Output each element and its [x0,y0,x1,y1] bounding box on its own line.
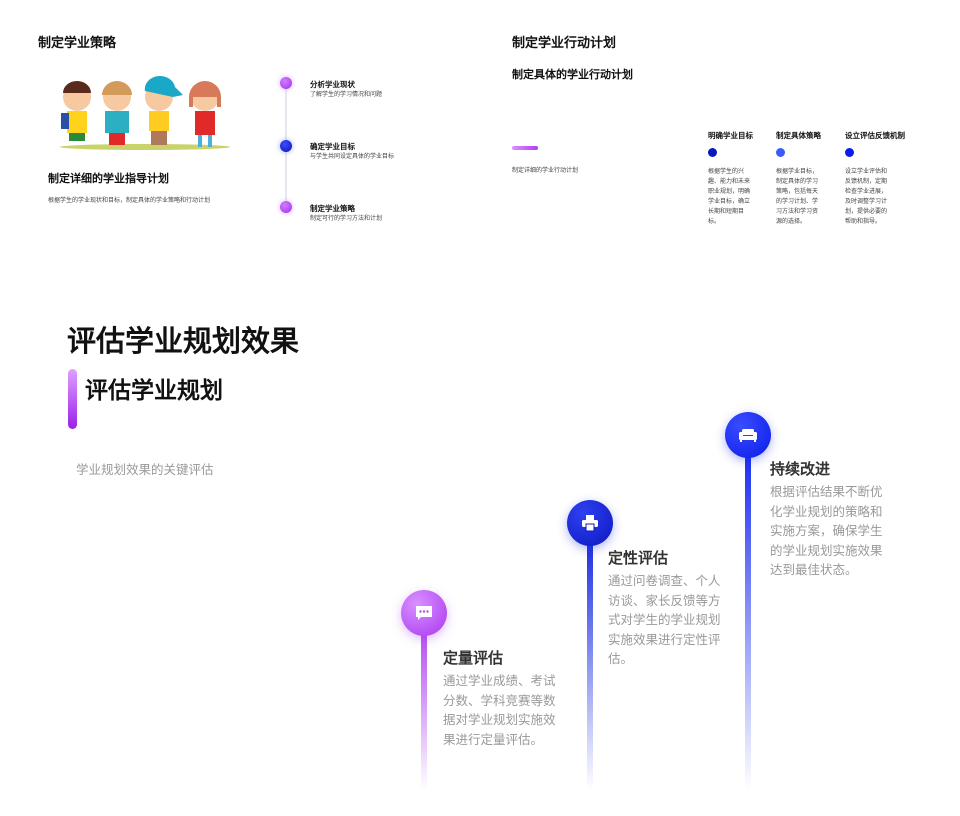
column-title: 制定具体策略 [776,131,821,140]
column-dot [708,148,717,157]
timeline-desc: 了解学生的学习情况和问题 [310,91,383,98]
step-stem [587,540,593,790]
column-dot [845,148,854,157]
plan-column: 明确学业目标 根据学生的兴趣、能力和未来职业规划，明确学业目标，确立长期和短期目… [708,130,754,227]
panel-desc: 制定详细的学业行动计划 [512,167,579,174]
timeline-item: 制定学业策略制定可行的学习方法和计划 [310,203,382,223]
step-title: 持续改进 [770,460,831,478]
step-circle [401,590,447,636]
column-desc: 设立学业评估和反馈机制，定期检查学业进展，及时调整学习计划，提供必要的帮助和指导… [845,168,888,225]
timeline-title: 制定学业策略 [310,204,355,213]
timeline-dot [280,140,292,152]
step-desc: 根据评估结果不断优化学业规划的策略和实施方案，确保学生的学业规划实施效果达到最佳… [770,484,883,577]
step-title: 定量评估 [443,649,504,667]
timeline-dot [280,201,292,213]
timeline-title: 分析学业现状 [310,80,355,89]
step-desc: 通过问卷调查、个人访谈、家长反馈等方式对学生的学业规划实施效果进行定性评估。 [608,573,721,666]
printer-icon [582,515,598,532]
accent-bar [512,146,538,150]
step-circle [725,412,771,458]
plan-column: 设立评估反馈机制 设立学业评估和反馈机制，定期检查学业进展，及时调整学习计划，提… [845,130,905,227]
timeline-item: 分析学业现状了解学生的学习情况和问题 [310,79,382,99]
timeline-item: 确定学业目标与学生共同设定具体的学业目标 [310,141,394,161]
slide-subtitle: 评估学业规划 [85,378,223,404]
slide-desc: 学业规划效果的关键评估 [76,462,214,477]
step-stem [421,630,427,790]
panel-title: 制定学业策略 [38,36,117,51]
step-stem [745,452,751,790]
column-dot [776,148,785,157]
panel-title: 制定学业行动计划 [512,36,617,51]
panel-subtitle: 制定详细的学业指导计划 [48,172,169,185]
panel-subtitle: 制定具体的学业行动计划 [512,68,633,81]
timeline-desc: 与学生共同设定具体的学业目标 [310,153,395,160]
plan-column: 制定具体策略 根据学业目标，制定具体的学习策略，包括每天的学习计划、学习方法和学… [776,130,822,227]
timeline-desc: 制定可行的学习方法和计划 [310,215,383,222]
accent-bar [68,369,77,429]
column-title: 设立评估反馈机制 [845,131,905,140]
step-circle [567,500,613,546]
chat-icon [416,606,432,620]
kids-illustration [55,75,233,150]
step-title: 定性评估 [608,549,669,567]
step-desc: 通过学业成绩、考试分数、学科竞赛等数据对学业规划实施效果进行定量评估。 [443,673,556,747]
column-desc: 根据学生的兴趣、能力和未来职业规划，明确学业目标，确立长期和短期目标。 [708,168,751,225]
panel-desc: 根据学生的学业现状和目标，制定具体的学业策略和行动计划 [48,197,211,204]
slide-title: 评估学业规划效果 [67,324,300,358]
timeline-dot [280,77,292,89]
sofa-icon [739,429,757,442]
column-title: 明确学业目标 [708,131,753,140]
timeline-title: 确定学业目标 [310,142,355,151]
column-desc: 根据学业目标，制定具体的学习策略，包括每天的学习计划、学习方法和学习资源的选择。 [776,168,819,225]
